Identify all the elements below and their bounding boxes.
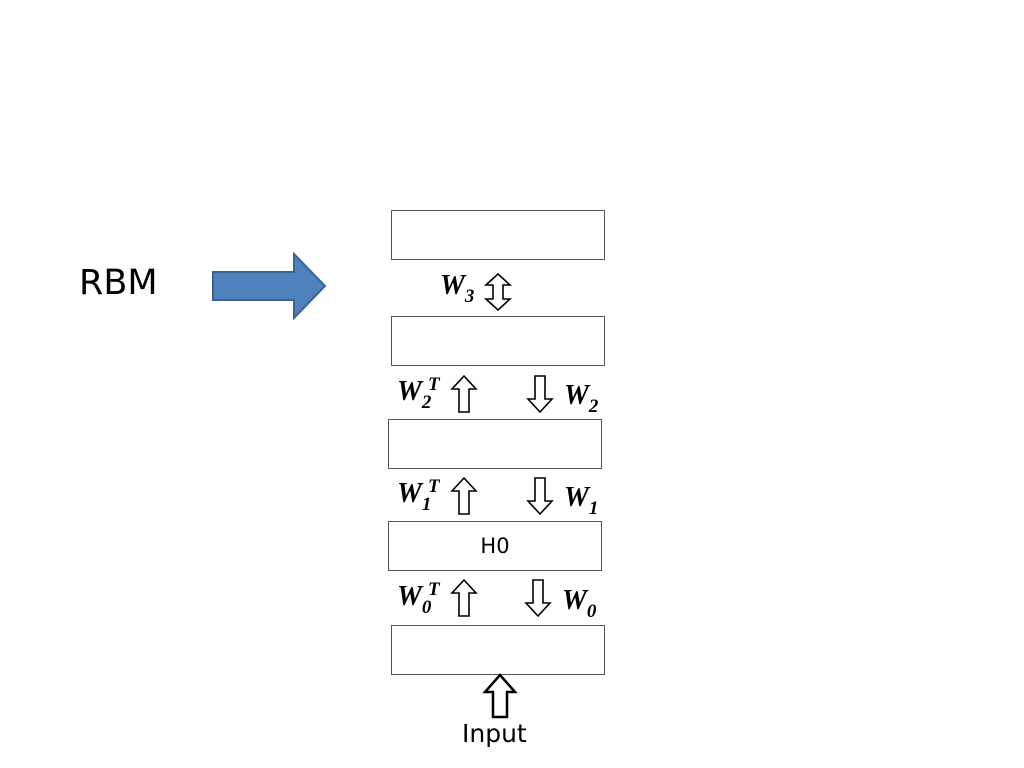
- double-arrow-icon: [483, 272, 513, 312]
- layer-h3-box: [391, 316, 605, 366]
- layer-h2-box: [388, 419, 602, 469]
- down-arrow-icon: [524, 579, 552, 618]
- weight-w1: W1: [564, 482, 599, 519]
- down-arrow-icon: [526, 477, 554, 516]
- rbm-label: RBM: [79, 263, 158, 303]
- layer-input-box: [391, 625, 605, 675]
- up-arrow-icon: [450, 374, 478, 413]
- down-arrow-icon: [526, 375, 554, 414]
- weight-w2: W2: [564, 380, 599, 417]
- rbm-arrow-icon: [212, 252, 327, 321]
- layer-h1-label: H0: [480, 534, 510, 558]
- layer-top-box: [391, 210, 605, 260]
- input-arrow-icon: [482, 673, 518, 719]
- up-arrow-icon: [450, 476, 478, 515]
- layer-h1-box: H0: [388, 521, 602, 571]
- weight-w3: W3: [440, 270, 475, 307]
- up-arrow-icon: [450, 578, 478, 617]
- input-label: Input: [462, 719, 527, 748]
- weight-w0: W0: [562, 585, 597, 622]
